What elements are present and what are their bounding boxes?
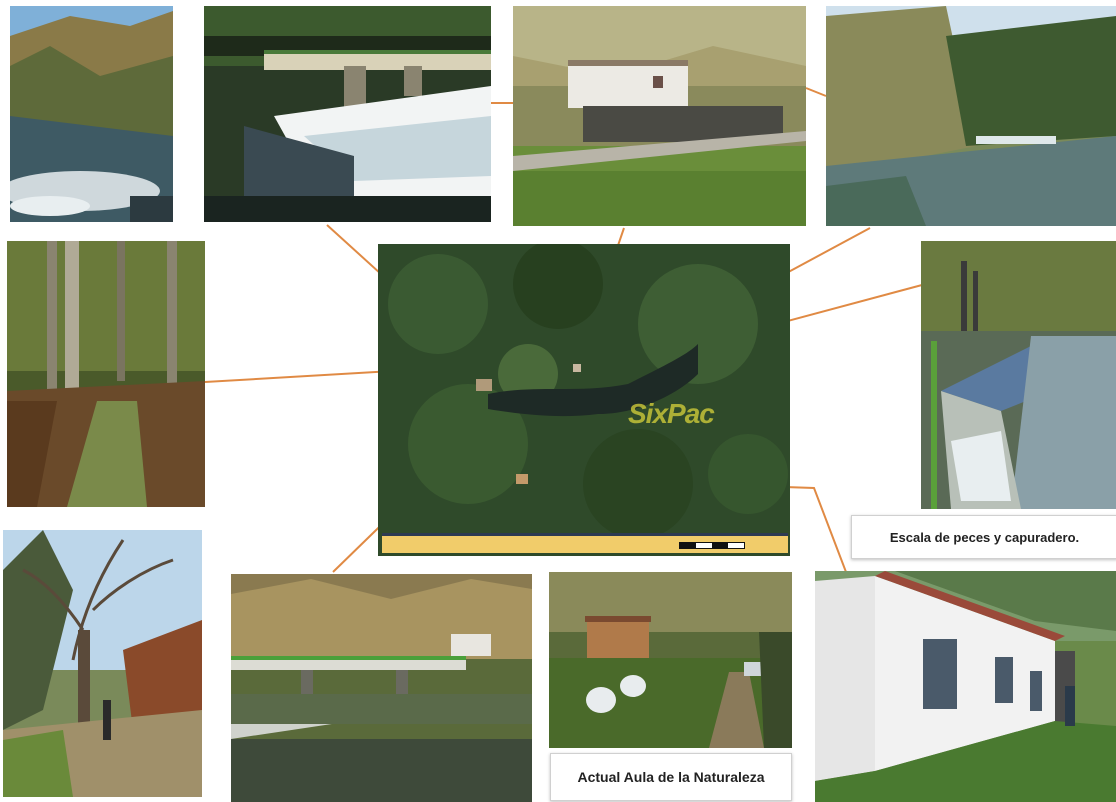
map-watermark: SixPac [628,398,715,429]
photo-river-stones [10,6,173,222]
connector-line [805,87,827,97]
caption-fish-ladder: Escala de peces y capuradero. [851,515,1116,559]
photo-weir-bridge [204,6,491,222]
photo-house-wall [513,6,806,226]
caption-nature-classroom: Actual Aula de la Naturaleza [550,753,792,801]
photo-bridge-river [231,574,532,802]
map-scale-bar [679,542,745,549]
photo-nature-classroom [549,572,792,748]
photo-tree-path [3,530,202,797]
photo-wide-river [826,6,1116,226]
photo-white-building [815,571,1116,802]
aerial-map [378,244,790,556]
map-info-bar [382,533,788,553]
photo-fish-ladder [921,241,1116,509]
photo-forest-path [7,241,205,507]
